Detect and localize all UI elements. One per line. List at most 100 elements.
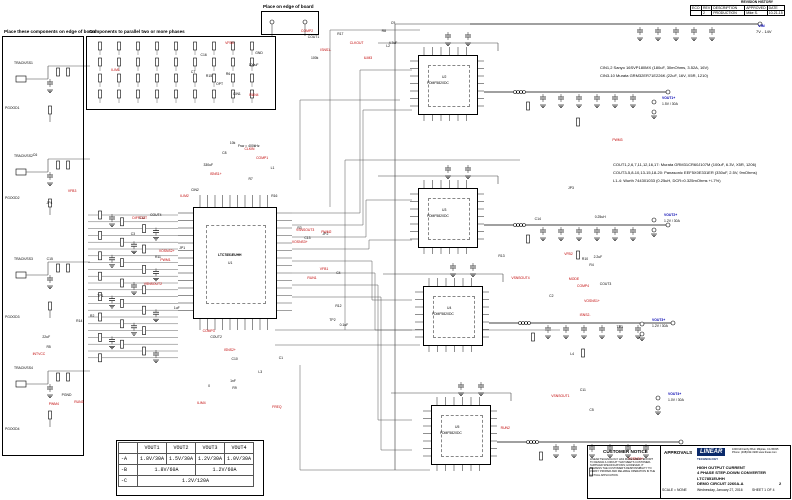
pgood2-label: PGOOD2 (5, 196, 20, 200)
component-label: C10 (231, 356, 238, 361)
power-stage-3-part: FDMF5820DC (432, 312, 454, 316)
power-stage-3-ref: U4 (447, 306, 452, 310)
title-rev: 2 (779, 481, 782, 486)
note-edge-left: Place these components on edge of board (4, 29, 97, 34)
resistor-symbol (66, 372, 70, 382)
component-label: L1 (270, 166, 275, 171)
component-label: INTVCC (32, 351, 46, 356)
inductor-turn (522, 223, 526, 227)
company-logo: LINEAR (697, 448, 726, 456)
component-label: CIN1 (233, 91, 241, 96)
component-label: R10 (581, 257, 589, 262)
inductor-turn (516, 223, 520, 227)
resistor-symbol (576, 250, 580, 260)
vout-table-cell: VOUT2 (166, 442, 197, 454)
component-label: C5 (589, 407, 594, 412)
approvals-title: APPROVALS (664, 450, 693, 455)
component-label: PWM3 (612, 137, 623, 142)
inductor-turn (527, 321, 531, 325)
component-label: L2 (386, 44, 391, 49)
component-label: TP1 (97, 294, 104, 299)
vout-table-cell: VOUT4 (224, 442, 255, 454)
title-demo: DEMO CIRCUIT 2260A-A (697, 481, 744, 486)
component-label: VOSNS2+ (158, 248, 175, 253)
component-label: VFB4 (225, 40, 234, 45)
inductor-turn (524, 321, 528, 325)
track-ss4-label: TRACK/SS4 (14, 366, 33, 370)
vin-range: 7V - 14V (756, 29, 772, 34)
component-label: R12 (335, 303, 342, 308)
inductor-turn (521, 321, 525, 325)
component-label: COUT3 (599, 282, 612, 286)
track-ss1-label: TRACK/SS1 (14, 61, 33, 65)
rev-cell (690, 10, 702, 16)
component-label: R2 (90, 313, 95, 318)
component-label: PGND (61, 392, 72, 397)
terminal (665, 89, 671, 95)
component-label: COUT2 (210, 335, 222, 340)
note-cin2: CIN3-10 Murata GRM32ER71E226K (22uF, 16V… (600, 73, 708, 78)
component-label: R15 (205, 73, 213, 78)
component-label: ISNS2- (579, 313, 591, 318)
inductor-turn (519, 223, 523, 227)
controller-ic-pad (206, 224, 266, 304)
pgood3-label: PGOOD3 (5, 315, 20, 319)
component-label: JP3 (568, 186, 574, 191)
vout-table: VOUT1 VOUT2 VOUT3 VOUT4 -A 1.8V/30A 1.5V… (118, 442, 255, 487)
resistor-symbol (120, 339, 124, 349)
vout-table-cell: 1.5V/30A (166, 453, 197, 465)
component-label: ILIM3 (363, 55, 373, 60)
vout-table-cell: 1.2V/120A (136, 475, 255, 487)
component-label: R4 (589, 262, 594, 267)
component-label: VOSNS4+ (627, 456, 644, 461)
component-label: C4 (336, 271, 341, 276)
vout-table-cell: -A (118, 453, 138, 465)
track-ss3-label: TRACK/SS3 (14, 257, 33, 261)
resistor-symbol (98, 353, 102, 363)
inductor-turn (532, 440, 536, 444)
vout-table-row: -A 1.8V/30A 1.5V/30A 1.2V/30A 1.0V/30A (118, 453, 255, 465)
component-label: R5 (46, 344, 51, 349)
component-label: 1nF (230, 378, 236, 383)
pgood1-label: PGOOD1 (5, 106, 20, 110)
component-label: 100k (311, 55, 319, 60)
vout-table-row: -C 1.2V/120A (118, 475, 255, 487)
resistor-symbol (98, 271, 102, 281)
pgood4-label: PGOOD4 (5, 427, 20, 431)
resistor-symbol (142, 244, 146, 254)
resistor-symbol (142, 224, 146, 233)
track-ss2-label: TRACK/SS2 (14, 154, 33, 158)
resistor-symbol (120, 217, 124, 227)
component-label: CIN2 (191, 188, 199, 193)
controller-ref: U1 (228, 261, 233, 265)
component-label: 4.7uF (388, 41, 398, 46)
component-label: 10k (229, 140, 236, 145)
resistor-symbol (98, 231, 102, 240)
power-stage-4-part: FDMF5820DC (440, 431, 462, 435)
resistor-symbol (56, 263, 60, 273)
resistor-symbol (120, 258, 124, 267)
resistor-symbol (142, 305, 146, 315)
component-label: MODE (568, 277, 580, 282)
title-line-1: HIGH OUTPUT CURRENT (697, 465, 746, 470)
terminal (670, 320, 676, 326)
component-label: C14 (534, 217, 541, 222)
fsw-label: Fsw = 400kHz (238, 144, 260, 148)
vout2-value: 1.2V / 30A (664, 219, 680, 223)
vout-table-frame (116, 440, 264, 496)
resistor-symbol (98, 210, 102, 220)
component-label: R7 (248, 177, 253, 182)
component-label: JP1 (179, 245, 186, 250)
resistor-symbol (98, 312, 102, 322)
component-label: 1uF (173, 305, 180, 310)
component-label: ILIM1 (111, 68, 120, 73)
power-stage-3-pad (432, 295, 476, 339)
power-stage-1: FDMF5820DC U2 (418, 55, 478, 115)
power-stage-4-ref: U5 (455, 425, 460, 429)
component-label: C7 (190, 69, 196, 74)
power-stage-2-pad (427, 197, 471, 241)
component-label: ILIM2 (180, 193, 189, 198)
component-label: 0 (208, 384, 210, 389)
vout2-label: VOUT2+ (664, 213, 678, 217)
